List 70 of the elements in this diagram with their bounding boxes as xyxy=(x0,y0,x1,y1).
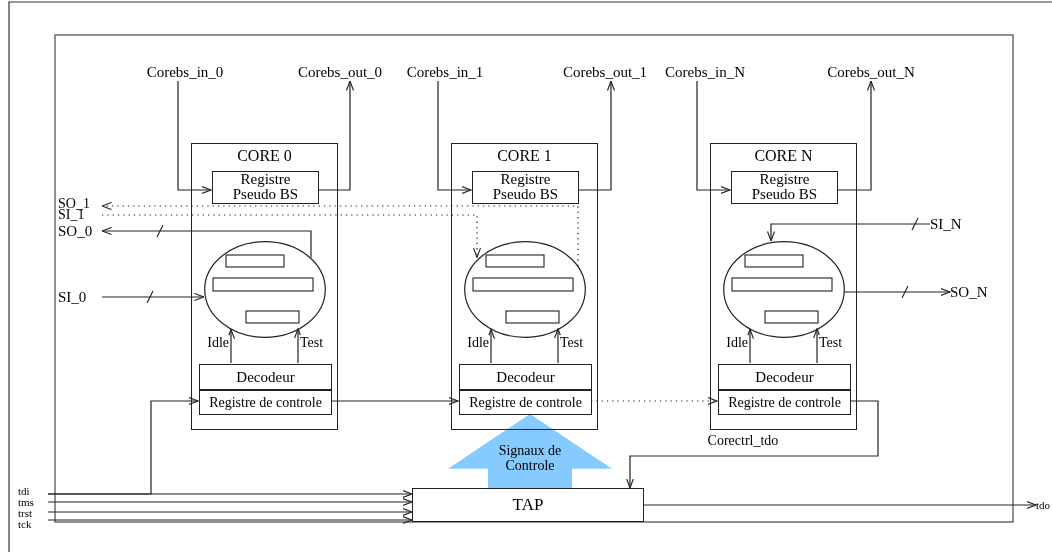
arrow xyxy=(843,287,951,297)
arrow xyxy=(812,328,822,364)
signal-label: Corebs_out_0 xyxy=(295,63,385,81)
arrow xyxy=(47,497,413,507)
arrow xyxy=(437,80,472,195)
arrow xyxy=(226,328,236,364)
decoder-box xyxy=(459,364,592,390)
port-label: SO_0 xyxy=(58,224,102,238)
pin-label: tms xyxy=(18,497,48,508)
arrow xyxy=(330,396,459,406)
port-label: SI_1 xyxy=(58,209,102,220)
register-label: Registre Pseudo BS xyxy=(491,172,560,202)
arrow xyxy=(177,80,212,195)
edge-label: Signaux de Controle xyxy=(497,443,563,473)
port-label: SI_N xyxy=(930,217,978,231)
register-label: Registre Pseudo BS xyxy=(750,172,819,202)
pin-label: tck xyxy=(18,519,48,530)
core-box xyxy=(451,143,598,430)
arrow xyxy=(643,500,1037,510)
register-box xyxy=(731,171,838,204)
arrow xyxy=(293,328,303,364)
arrow xyxy=(625,400,879,489)
tap-label: TAP xyxy=(511,494,545,516)
pin-label: trst xyxy=(18,508,48,519)
arrow xyxy=(577,80,616,191)
port-label: SI_0 xyxy=(58,290,102,304)
decoder-label: Decodeur xyxy=(754,368,815,386)
block-arrow xyxy=(448,414,612,488)
arrow xyxy=(317,80,355,191)
register-label: Registre de controle xyxy=(208,394,323,412)
pin-label: tdi xyxy=(18,486,48,497)
control-register-box xyxy=(718,390,851,415)
signal-label: Corebs_in_1 xyxy=(400,63,490,81)
arrow xyxy=(101,292,205,302)
tap-box xyxy=(412,488,644,522)
decoder-label: Decodeur xyxy=(495,368,556,386)
register-label: Registre Pseudo BS xyxy=(231,172,300,202)
port-label: SO_1 xyxy=(58,198,102,209)
register-box xyxy=(472,171,579,204)
core-box xyxy=(710,143,857,430)
core-box xyxy=(191,143,338,430)
arrow xyxy=(696,80,731,195)
decoder-label: Decodeur xyxy=(235,368,296,386)
arrow xyxy=(47,489,413,499)
arrow xyxy=(553,328,563,364)
arrow xyxy=(745,328,755,364)
register-label: Registre de controle xyxy=(468,394,583,412)
decoder-box xyxy=(718,364,851,390)
core-title: CORE 0 xyxy=(236,147,293,165)
core-title: CORE 1 xyxy=(496,147,553,165)
arrow xyxy=(101,226,312,259)
control-register-box xyxy=(459,390,592,415)
control-register-box xyxy=(199,390,332,415)
arrow xyxy=(47,515,413,525)
dotted-arrow xyxy=(101,201,579,267)
arrow xyxy=(766,223,931,242)
signal-label: Corebs_out_1 xyxy=(560,63,650,81)
signal-label: Corebs_out_N xyxy=(825,63,917,81)
arrow xyxy=(486,328,496,364)
arrow xyxy=(836,80,876,191)
dotted-arrow xyxy=(101,214,482,259)
signal-label: Corebs_in_0 xyxy=(140,63,230,81)
register-box xyxy=(212,171,319,204)
arrow xyxy=(47,507,413,517)
port-label: SO_N xyxy=(950,285,1000,299)
pin-label: tdo xyxy=(1036,499,1052,511)
decoder-box xyxy=(199,364,332,390)
register-label: Registre de controle xyxy=(727,394,842,412)
signal-label: Corebs_in_N xyxy=(660,63,750,81)
core-title: CORE N xyxy=(753,147,814,165)
